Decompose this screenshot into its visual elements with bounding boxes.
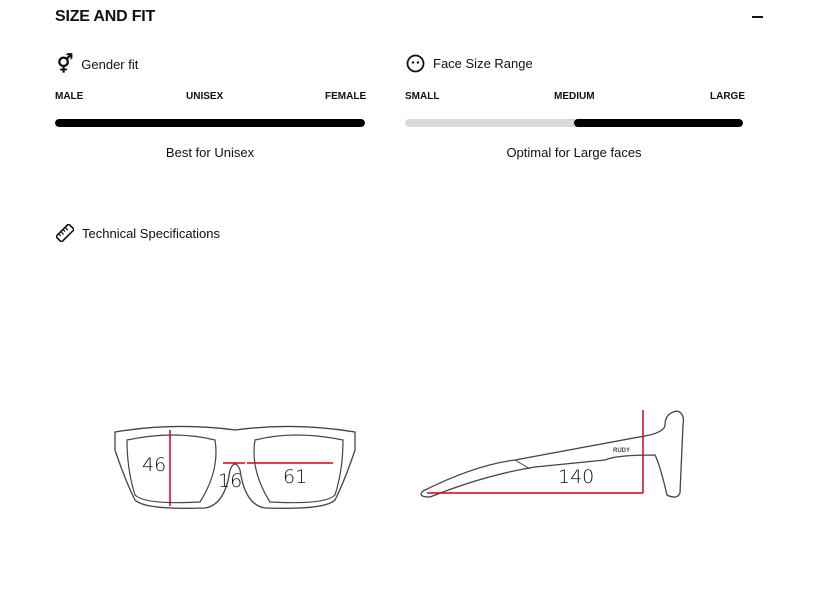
front-view-diagram — [114, 425, 356, 509]
face-size-fill — [574, 119, 743, 127]
side-view-diagram: RUDY — [420, 410, 685, 498]
face-size-bar — [405, 119, 743, 127]
face-label-medium: MEDIUM — [554, 91, 595, 102]
section-title: SIZE AND FIT — [55, 8, 156, 25]
face-icon — [406, 54, 425, 73]
gender-icon: ⚥ — [57, 54, 74, 74]
face-size-caption: Optimal for Large faces — [506, 145, 642, 160]
gender-label-female: FEMALE — [325, 91, 367, 102]
face-label-large: LARGE — [710, 91, 745, 102]
gender-label-unisex: UNISEX — [186, 91, 224, 102]
ruler-icon — [56, 224, 74, 242]
collapse-button[interactable] — [752, 16, 763, 18]
lens-width-value: 61 — [283, 466, 308, 488]
gender-fit-bar — [55, 119, 365, 127]
brand-logo: RUDY — [613, 448, 630, 454]
gender-fit-caption: Best for Unisex — [165, 145, 255, 160]
bridge-width-value: 16 — [218, 470, 243, 492]
tech-specs-label: Technical Specifications — [82, 225, 221, 241]
temple-length-value: 140 — [558, 466, 595, 488]
tech-specs-heading: Technical Specifications — [56, 224, 220, 242]
face-size-heading: Face Size Range — [406, 54, 533, 73]
face-size-label: Face Size Range — [433, 56, 533, 71]
gender-fit-label: Gender fit — [81, 57, 139, 72]
face-label-small: SMALL — [405, 91, 440, 102]
gender-label-male: MALE — [55, 91, 84, 102]
gender-fit-fill — [55, 119, 365, 127]
gender-fit-heading: ⚥ Gender fit — [57, 54, 138, 75]
lens-height-value: 46 — [142, 454, 167, 476]
